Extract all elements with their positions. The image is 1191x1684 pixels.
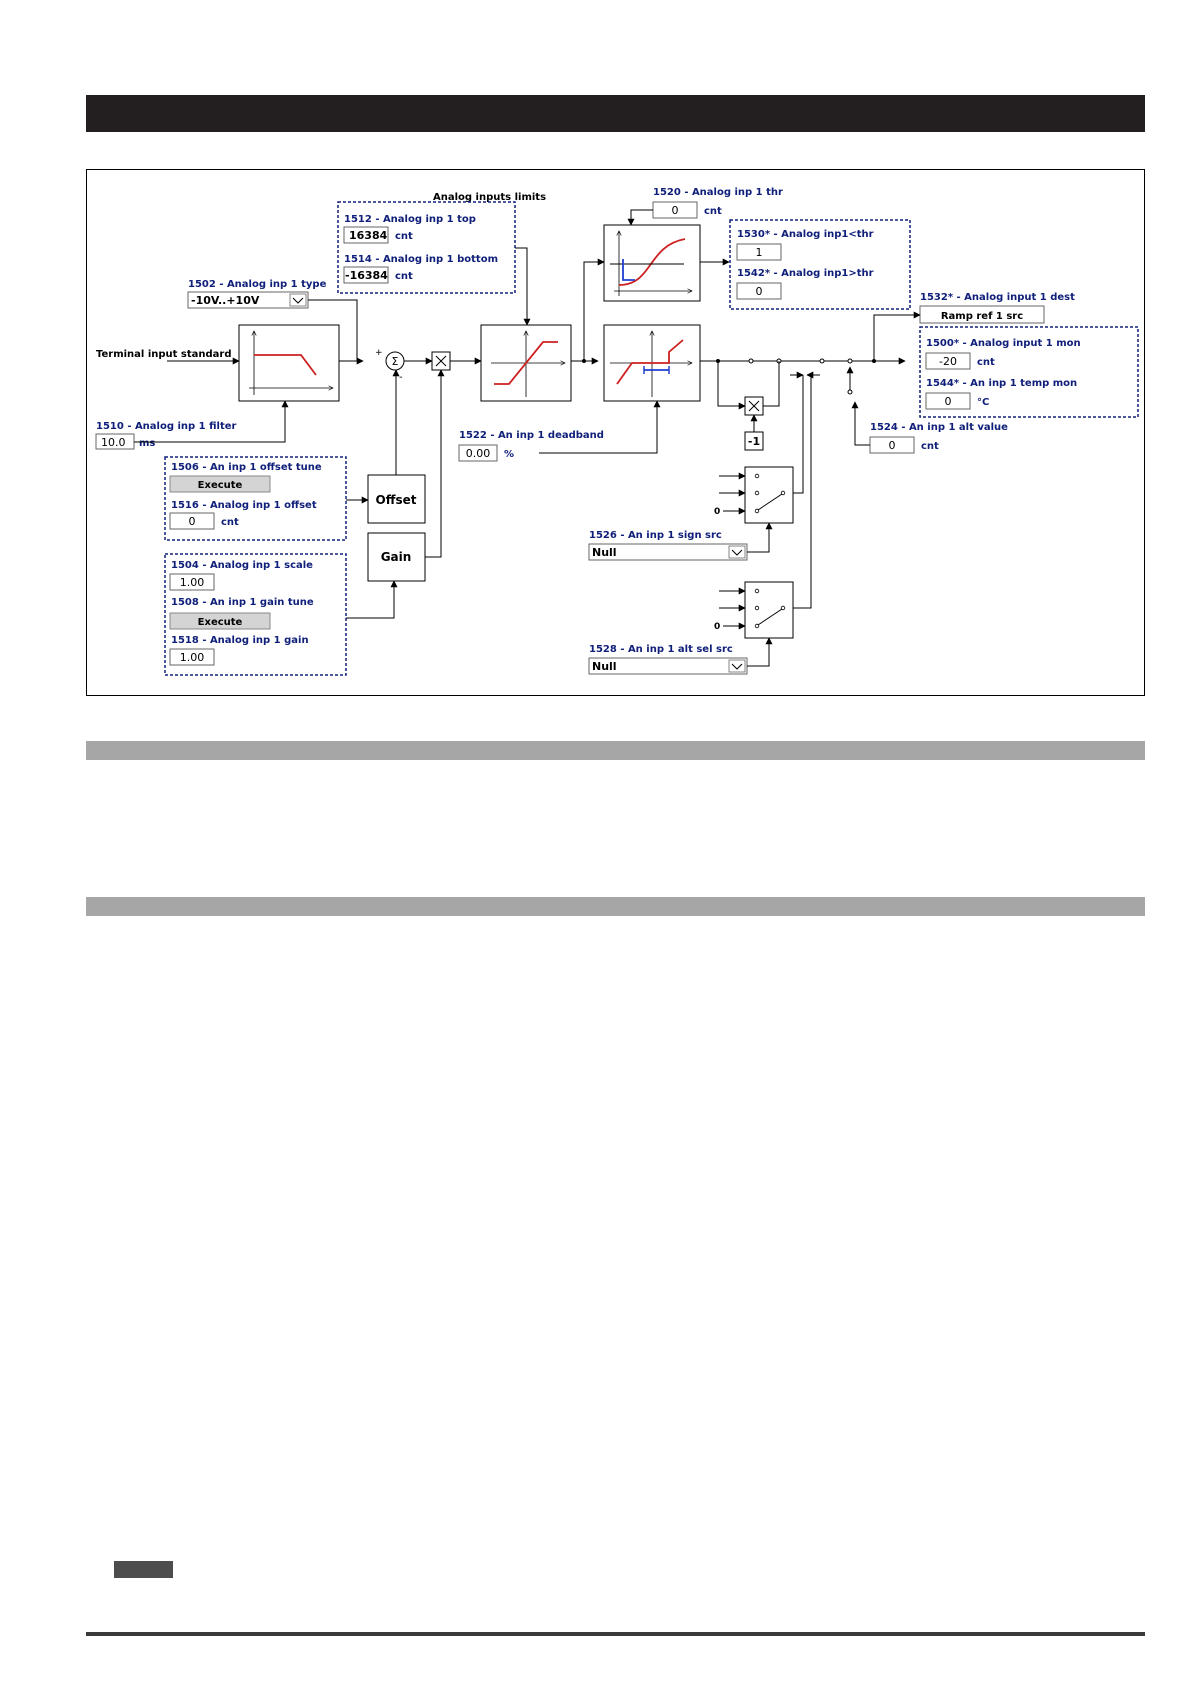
offset-tune-execute-button[interactable]: Execute xyxy=(169,475,271,493)
terminal-input-label: Terminal input standard xyxy=(96,349,232,360)
threshold-output-group: 1530* - Analog inp1<thr 1 1542* - Analog… xyxy=(729,219,911,310)
filter-block xyxy=(238,324,340,402)
deadband-field[interactable] xyxy=(458,444,498,462)
svg-text:0.00: 0.00 xyxy=(466,447,491,460)
top-label: 1512 - Analog inp 1 top xyxy=(344,214,476,225)
analog-inp1-filter-label: 1510 - Analog inp 1 filter xyxy=(96,421,237,432)
svg-text:Ramp ref 1 src: Ramp ref 1 src xyxy=(941,311,1023,322)
svg-text:Σ: Σ xyxy=(392,355,399,368)
svg-text:1.00: 1.00 xyxy=(180,651,205,664)
below-threshold-label: 1530* - Analog inp1<thr xyxy=(737,229,874,240)
chevron-down-icon xyxy=(731,549,743,556)
monitor-label: 1500* - Analog input 1 mon xyxy=(926,338,1081,349)
below-threshold-field xyxy=(736,243,782,261)
page-number-tab xyxy=(114,1561,173,1578)
deadband-block xyxy=(603,324,701,402)
svg-text:0: 0 xyxy=(889,439,896,452)
limits-parameter-group: 1512 - Analog inp 1 top 16384 cnt 1514 -… xyxy=(337,201,516,294)
svg-text:cnt: cnt xyxy=(395,231,413,242)
alt-value-label: 1524 - An inp 1 alt value xyxy=(870,422,1008,433)
gain-tune-execute-button[interactable]: Execute xyxy=(169,612,271,630)
bottom-field[interactable] xyxy=(343,266,389,284)
svg-text:Execute: Execute xyxy=(198,480,243,491)
above-threshold-field xyxy=(736,282,782,300)
svg-text:cnt: cnt xyxy=(921,441,939,452)
offset-label: 1516 - Analog inp 1 offset xyxy=(171,500,317,511)
above-threshold-label: 1542* - Analog inp1>thr xyxy=(737,268,874,279)
chevron-down-icon xyxy=(731,663,743,670)
svg-text:cnt: cnt xyxy=(395,271,413,282)
svg-text:1.00: 1.00 xyxy=(180,576,205,589)
gain-label: 1518 - Analog inp 1 gain xyxy=(171,635,309,646)
alt-sel-src-select[interactable]: Null xyxy=(588,657,748,675)
svg-text:Null: Null xyxy=(592,546,617,559)
temp-monitor-field xyxy=(925,392,971,410)
top-field[interactable] xyxy=(343,226,389,244)
temp-monitor-label: 1544* - An inp 1 temp mon xyxy=(926,378,1077,389)
scale-label: 1504 - Analog inp 1 scale xyxy=(171,560,313,571)
alt-zero-input: 0 xyxy=(714,622,720,632)
svg-text:cnt: cnt xyxy=(704,206,722,217)
svg-text:0: 0 xyxy=(945,395,952,408)
section-bar-2 xyxy=(86,897,1145,916)
svg-text:0: 0 xyxy=(672,204,679,217)
comparator-block xyxy=(603,224,701,302)
sign-multiplier-block xyxy=(744,396,764,416)
negative-one-block: -1 xyxy=(744,431,764,451)
alt-sel-src-label: 1528 - An inp 1 alt sel src xyxy=(589,644,733,655)
sign-src-select[interactable]: Null xyxy=(588,543,748,561)
svg-text:Gain: Gain xyxy=(381,550,412,564)
svg-text:cnt: cnt xyxy=(977,357,995,368)
svg-text:10.0: 10.0 xyxy=(101,436,126,449)
dest-label: 1532* - Analog input 1 dest xyxy=(920,292,1075,303)
analog-inp1-type-select[interactable]: -10V..+10V xyxy=(187,291,309,309)
threshold-label: 1520 - Analog inp 1 thr xyxy=(653,187,783,198)
svg-text:1: 1 xyxy=(756,246,763,259)
sign-zero-input: 0 xyxy=(714,507,720,517)
sign-selector-switch xyxy=(744,466,794,524)
offset-tune-label: 1506 - An inp 1 offset tune xyxy=(171,462,322,473)
svg-text:-10V..+10V: -10V..+10V xyxy=(191,294,260,307)
svg-text:Null: Null xyxy=(592,660,617,673)
analog-inputs-limits-title: Analog inputs limits xyxy=(433,192,546,203)
gain-block: Gain xyxy=(367,532,426,582)
bottom-label: 1514 - Analog inp 1 bottom xyxy=(344,254,498,265)
svg-text:°C: °C xyxy=(977,397,989,408)
offset-field[interactable] xyxy=(169,512,215,530)
svg-text:ms: ms xyxy=(139,438,155,449)
svg-text:%: % xyxy=(504,449,514,460)
gain-tune-label: 1508 - An inp 1 gain tune xyxy=(171,597,314,608)
offset-parameter-group: 1506 - An inp 1 offset tune Execute 1516… xyxy=(164,456,347,541)
summing-junction: Σ xyxy=(385,351,405,371)
minus-sign: - xyxy=(399,372,403,383)
svg-text:16384: 16384 xyxy=(349,229,388,242)
header-bar xyxy=(86,95,1145,132)
section-bar-1 xyxy=(86,741,1145,760)
analog-inp1-type-label: 1502 - Analog inp 1 type xyxy=(188,279,327,290)
offset-block: Offset xyxy=(367,474,426,524)
gain-field[interactable] xyxy=(169,648,215,666)
svg-text:cnt: cnt xyxy=(221,517,239,528)
deadband-label: 1522 - An inp 1 deadband xyxy=(459,430,604,441)
chevron-down-icon xyxy=(292,297,304,304)
monitor-field xyxy=(925,352,971,370)
scale-field[interactable] xyxy=(169,573,215,591)
svg-text:0: 0 xyxy=(189,515,196,528)
sign-src-label: 1526 - An inp 1 sign src xyxy=(589,530,722,541)
svg-text:-1: -1 xyxy=(748,435,760,448)
analog-input-block-diagram: Terminal input standard 1502 - Analog in… xyxy=(86,169,1145,696)
svg-text:Execute: Execute xyxy=(198,617,243,628)
footer-rule xyxy=(86,1632,1145,1636)
svg-text:-16384: -16384 xyxy=(345,269,388,282)
limiter-block xyxy=(480,324,572,402)
multiplier-block xyxy=(431,351,451,371)
plus-sign: + xyxy=(375,348,383,358)
svg-text:Offset: Offset xyxy=(376,493,417,507)
alt-selector-switch xyxy=(744,581,794,639)
svg-text:0: 0 xyxy=(756,285,763,298)
svg-text:-20: -20 xyxy=(939,355,957,368)
monitor-group: 1500* - Analog input 1 mon -20 cnt 1544*… xyxy=(919,326,1139,418)
gain-parameter-group: 1504 - Analog inp 1 scale 1.00 1508 - An… xyxy=(164,553,347,676)
